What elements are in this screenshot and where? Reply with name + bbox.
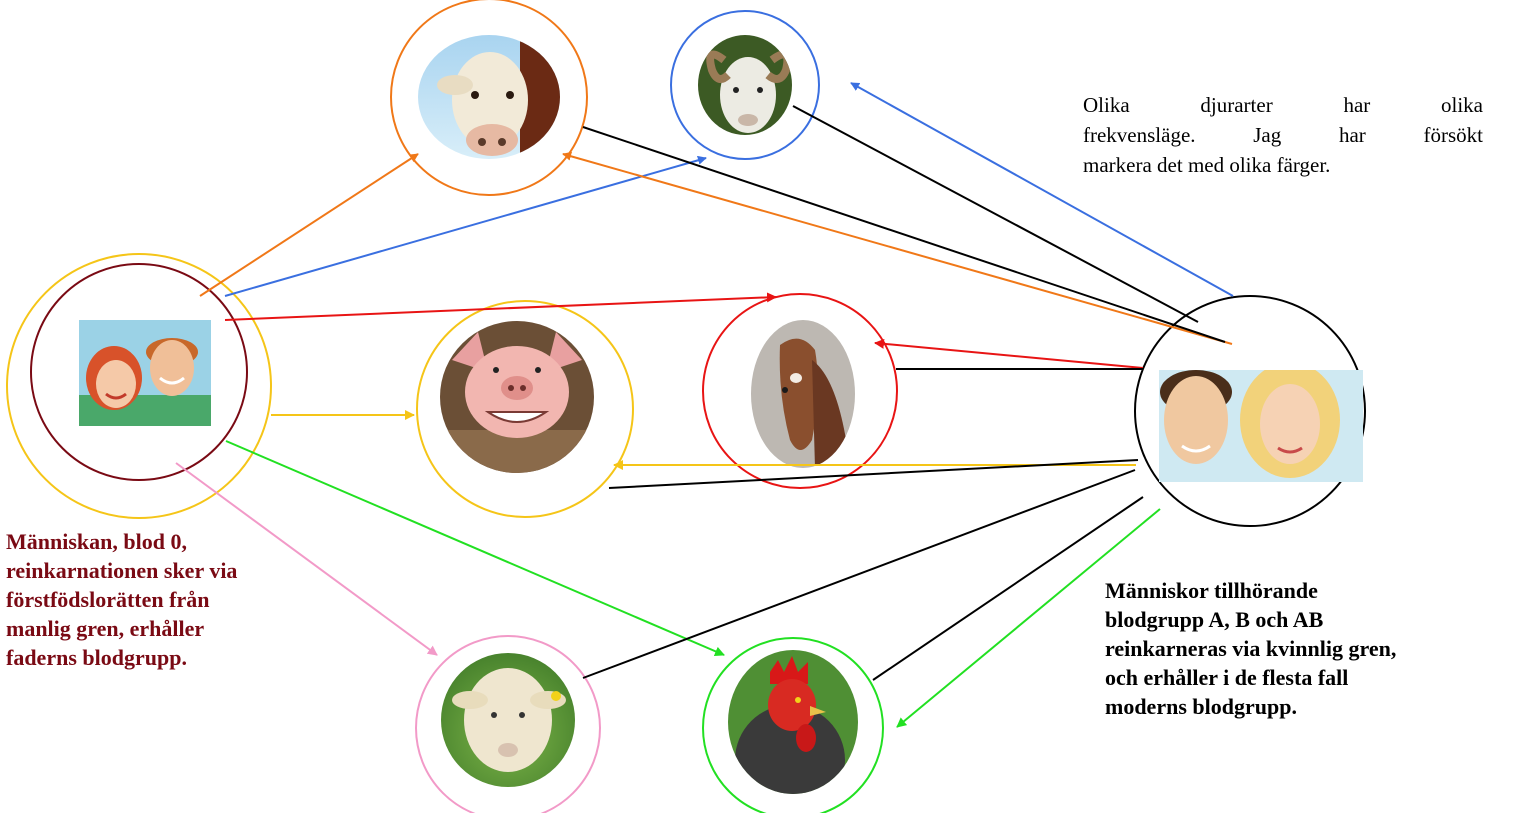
- couple-picture-father: [79, 320, 211, 426]
- line-rooster-to-mother: [872, 496, 1144, 681]
- ring-rooster: [702, 637, 884, 813]
- label-line: moderns blodgrupp.: [1105, 694, 1297, 719]
- label-line: blodgrupp A, B och AB: [1105, 607, 1324, 632]
- note-line: markera det med olika färger.: [1083, 153, 1331, 177]
- label-line: Människan, blod 0,: [6, 529, 187, 554]
- arrow-mother-to-cow: [562, 151, 1233, 345]
- label-line: reinkarnationen sker via: [6, 558, 238, 583]
- pig-picture: [440, 321, 594, 473]
- ring-pig: [416, 300, 634, 518]
- note-line: frekvensläge. Jag har försökt: [1083, 123, 1483, 147]
- line-cow-to-mother: [582, 126, 1226, 343]
- arrow-father-to-ram: [224, 155, 707, 297]
- node-rings: [6, 0, 1366, 813]
- cow-picture: [418, 35, 560, 159]
- ring-horse: [702, 293, 898, 489]
- ring-mother: [1134, 295, 1366, 527]
- note-line: Olika djurarter har olika: [1083, 93, 1483, 117]
- color-note: Olika djurarter har olika frekvensläge. …: [1083, 90, 1483, 180]
- ring-father-inner: [30, 263, 248, 481]
- rooster-picture: [728, 650, 858, 794]
- arrow-father-to-horse: [224, 292, 777, 321]
- arrow-father-to-sheep: [175, 462, 438, 656]
- label-line: reinkarneras via kvinnlig gren,: [1105, 636, 1397, 661]
- couple-picture-mother: [1159, 370, 1363, 482]
- line-pig-to-mother: [608, 459, 1139, 489]
- ring-cow: [390, 0, 588, 196]
- mother-line-label: Människor tillhörande blodgrupp A, B och…: [1105, 576, 1505, 721]
- arrow-mother-to-ram: [850, 82, 1234, 297]
- father-line-label: Människan, blod 0, reinkarnationen sker …: [6, 527, 346, 672]
- sheep-picture: [441, 653, 575, 787]
- arrow-mother-to-horse: [874, 338, 1144, 369]
- label-line: och erhåller i de flesta fall: [1105, 665, 1349, 690]
- foal-picture: [751, 320, 855, 468]
- connector-lines: [175, 82, 1234, 728]
- label-line: faderns blodgrupp.: [6, 645, 187, 670]
- label-line: förstfödslorätten från: [6, 587, 210, 612]
- label-line: manlig gren, erhåller: [6, 616, 205, 641]
- line-ram-to-mother: [792, 105, 1199, 323]
- ring-ram: [670, 10, 820, 160]
- ring-father-outer: [6, 253, 272, 519]
- arrow-father-to-cow: [199, 153, 419, 297]
- arrow-mother-to-rooster: [896, 508, 1161, 728]
- label-line: Människor tillhörande: [1105, 578, 1318, 603]
- ring-sheep: [415, 635, 601, 813]
- arrow-father-to-rooster: [225, 440, 725, 657]
- line-sheep-to-mother: [582, 469, 1136, 679]
- ram-picture: [698, 35, 792, 135]
